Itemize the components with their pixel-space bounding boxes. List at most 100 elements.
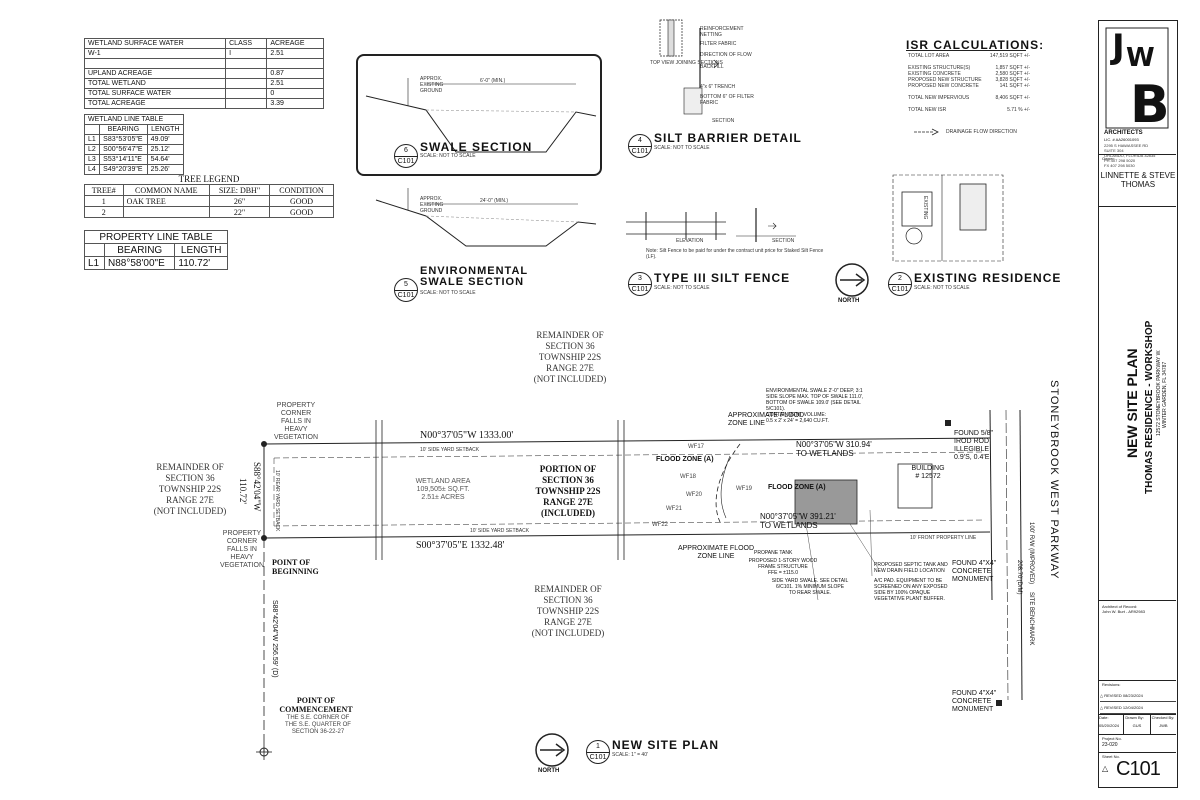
table-cell: 0 — [266, 88, 324, 99]
table-cell: 2.51 — [266, 78, 324, 89]
to-wetlands-top: N00°37'05"W 310.94' TO WETLANDS — [796, 440, 872, 458]
table-cell: UPLAND ACREAGE — [83, 68, 227, 79]
svg-text:J: J — [1110, 27, 1125, 67]
firm-license: LIC. # AA26001093 — [1104, 137, 1139, 142]
isr-label: TOTAL NEW ISR — [908, 107, 947, 113]
found-iron-rod: FOUND 5/8" IROD ROD ILLEGIBLE 0.9'S, 0.4… — [954, 430, 993, 462]
remainder-line: RANGE 27E — [544, 617, 592, 627]
table-cell — [83, 124, 101, 135]
wf-label-18: WF18 — [680, 474, 697, 480]
env-swale-title: ENVIRONMENTAL SWALE SECTION — [420, 266, 528, 288]
table-cell: 25.26' — [146, 164, 185, 175]
remainder-line: RANGE 27E — [166, 495, 214, 505]
found-line: CONCRETE — [952, 568, 992, 575]
swale-detail-frame — [356, 54, 602, 176]
corner-line: FALLS IN — [227, 546, 257, 553]
project-title: THOMAS RESIDENCE - WORKSHOP — [1144, 320, 1155, 494]
silt-fence-section-label: SECTION — [772, 238, 795, 244]
building-label: BUILDING # 12572 — [908, 465, 948, 481]
table-cell: L1 — [83, 256, 106, 270]
title-block — [1098, 20, 1178, 788]
isr-value: 1,857 SQFT +/- — [995, 65, 1030, 71]
env-note-line: ENVIRONMENTAL SWALE 2'-0" DEEP, 3:1 — [766, 388, 863, 394]
table-cell: 25.12' — [146, 144, 185, 155]
pob-line: BEGINNING — [272, 567, 319, 576]
corner-line: CORNER — [280, 410, 312, 417]
swale-sections-drawing — [365, 78, 597, 247]
env-swale-note: ENVIRONMENTAL SWALE 2'-0" DEEP, 3:1 SIDE… — [766, 388, 886, 424]
flood-zone-label-2: FLOOD ZONE (A) — [768, 484, 826, 491]
property-corner-bottom: PROPERTY CORNER FALLS IN HEAVY VEGETATIO… — [214, 530, 270, 570]
isr-value: 147,519 SQFT +/- — [989, 53, 1030, 59]
proposed-frame-label: PROPOSED 1-STORY WOOD FRAME STRUCTURE FF… — [748, 558, 818, 576]
north-label-bottom: NORTH — [538, 768, 560, 774]
table-cell: S53°14'11"E — [99, 154, 148, 165]
drawn-value: GUS — [1132, 723, 1142, 728]
new-site-plan-scale: SCALE: 1" = 40' — [612, 752, 648, 758]
to-wetlands-label: TO WETLANDS — [796, 449, 854, 458]
to-wetlands-bearing: N00°37'05"W 391.21' — [760, 512, 836, 521]
table-cell: 2.51 — [266, 48, 324, 59]
env-note-line: CONTAINMENT VOLUME: — [766, 412, 827, 418]
detail-tag-6: 6 C101 — [394, 144, 418, 168]
table-header: LENGTH — [174, 243, 228, 257]
left-bearing: S88°42'04"W — [252, 462, 262, 512]
ac-line: VEGETATIVE PLANT BUFFER. — [874, 596, 945, 602]
found-concrete-1: FOUND 4"X4" CONCRETE MONUMENT — [952, 560, 996, 584]
wetland-area-label: WETLAND AREA 109,505± SQ.FT. 2.51± ACRES — [408, 478, 478, 502]
remainder-left: REMAINDER OF SECTION 36 TOWNSHIP 22S RAN… — [140, 462, 240, 517]
detail-number: 3 — [629, 273, 651, 285]
commencement-marker-icon — [256, 744, 272, 760]
wf-label-20: WF20 — [686, 492, 703, 498]
wetland-line-table-title: WETLAND LINE TABLE — [84, 114, 184, 125]
found-line: CONCRETE — [952, 698, 992, 705]
table-cell: 26" — [208, 195, 270, 207]
silt-note: FILTER FABRIC — [700, 41, 737, 47]
remainder-line: (NOT INCLUDED) — [531, 628, 605, 638]
revisions-list: △ REVISED 08/23/2024 △ REVISED 12/04/202… — [1100, 690, 1176, 714]
to-wetlands-label: TO WETLANDS — [760, 521, 818, 530]
frame-line: FFE = ±115.0 — [767, 570, 799, 576]
isr-divider — [906, 50, 1026, 51]
sheet-title: NEW SITE PLAN — [1124, 348, 1140, 458]
tree-legend-title: TREE LEGEND — [178, 174, 240, 184]
detail-sheet: C101 — [397, 158, 415, 165]
silt-barrier-drawing — [659, 19, 719, 115]
wetland-area-line: 2.51± ACRES — [421, 494, 465, 501]
existing-residence-scale: SCALE: NOT TO SCALE — [914, 285, 970, 291]
table-cell — [225, 98, 268, 109]
silt-section-label: SECTION — [712, 118, 735, 124]
table-cell: L3 — [83, 154, 101, 165]
silt-fence-elevation-label: ELEVATION — [676, 238, 704, 244]
architect-name: John W. Burt - AR92983 — [1102, 609, 1145, 614]
table-cell: TOTAL WETLAND — [83, 78, 227, 89]
owner-name: LINNETTE & STEVE THOMAS — [1100, 171, 1176, 189]
septic-line: PROPOSED SEPTIC TANK AND — [874, 562, 948, 568]
corner-line: PROPERTY — [276, 402, 316, 409]
isr-label: EXISTING STRUCTURE(S) — [908, 65, 971, 71]
silt-fence-title: TYPE III SILT FENCE — [654, 271, 791, 285]
env-swale-scale: SCALE: NOT TO SCALE — [420, 290, 476, 296]
address-line: ORLANDO, FLORIDA 32835 — [1104, 153, 1156, 158]
corner-line: HEAVY — [230, 554, 254, 561]
found-line: FOUND 5/8" — [954, 430, 994, 437]
point-of-beginning: POINT OF BEGINNING — [272, 558, 319, 576]
address-line: PH 407 298 5020 — [1104, 158, 1136, 163]
table-cell: S00°56'47"E — [99, 144, 148, 155]
detail-sheet: C101 — [631, 148, 649, 155]
table-cell: N88°58'00"E — [104, 256, 176, 270]
env-swale-title-1: ENVIRONMENTAL — [420, 265, 529, 277]
sheet-number: C101 — [1116, 758, 1161, 780]
env-note-line: SIDE SLOPE MAX. TOP OF SWALE 111.0', — [766, 394, 864, 400]
table-cell: L1 — [83, 134, 101, 145]
new-site-plan-title: NEW SITE PLAN — [612, 738, 720, 752]
north-arrow-icon — [835, 263, 869, 297]
detail-sheet: C101 — [631, 286, 649, 293]
found-line: MONUMENT — [952, 706, 994, 713]
detail-tag-4: 4 C101 — [628, 134, 652, 158]
remainder-top: REMAINDER OF SECTION 36 TOWNSHIP 22S RAN… — [510, 330, 630, 385]
wf-label-21: WF21 — [666, 506, 683, 512]
wetland-header-3: ACREAGE — [266, 38, 324, 49]
corner-line: PROPERTY — [222, 530, 262, 537]
